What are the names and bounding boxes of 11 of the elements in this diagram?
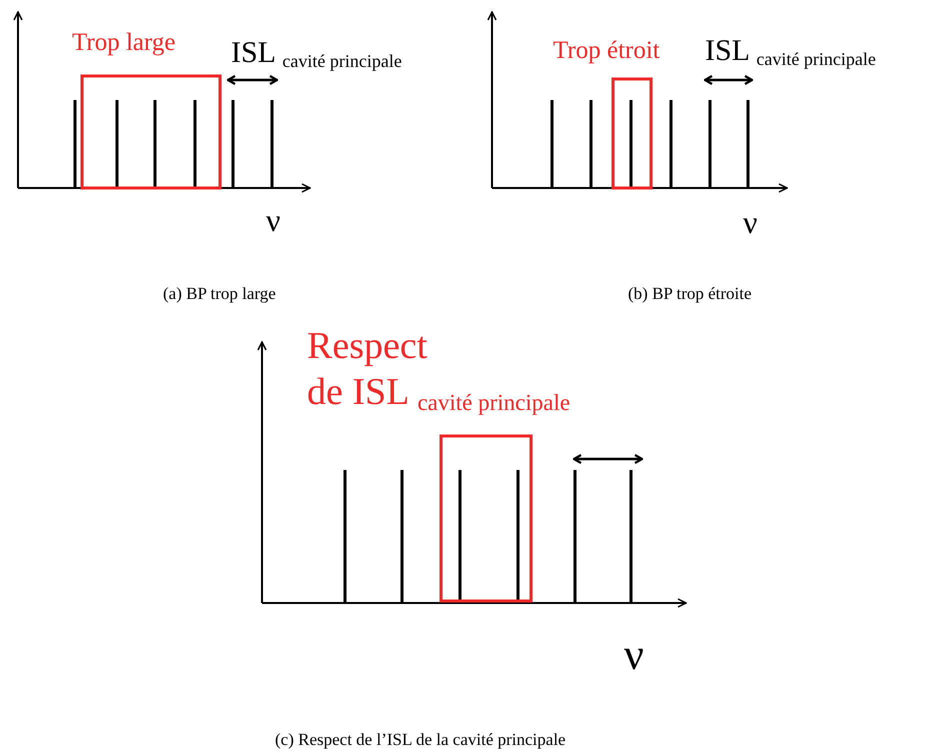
text-label: ISL $_{cavité principale}$ [231, 35, 402, 73]
figure-caption: (c) Respect de l’ISL de la cavité principale [275, 729, 566, 751]
text-label: Respect [307, 327, 428, 365]
text-label: Trop étroit [553, 36, 660, 66]
text-label: ν [624, 629, 644, 681]
text-label: ν [743, 203, 758, 242]
text-label: Trop large [72, 28, 176, 58]
text-label: ISL $_{cavité principale}$ [705, 33, 876, 71]
text-label: ν [266, 201, 280, 240]
figure-caption: (b) BP trop étroite [628, 283, 752, 305]
figure-caption: (a) BP trop large [163, 283, 276, 305]
